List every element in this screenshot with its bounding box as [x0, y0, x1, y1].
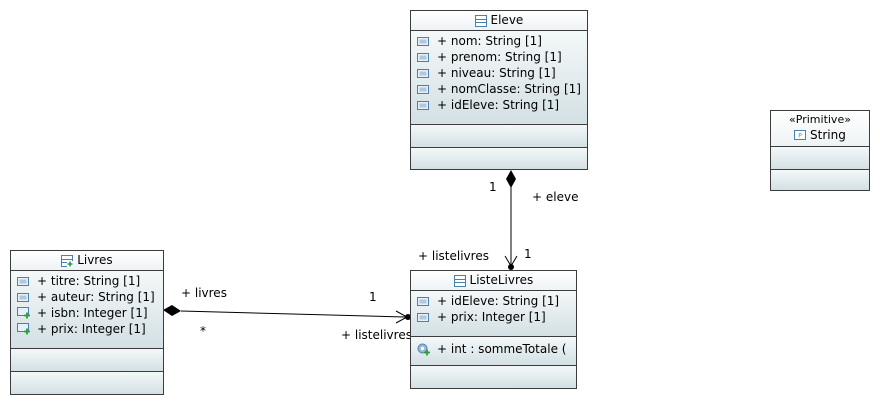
operations-compartment: [11, 349, 163, 372]
class-icon: [453, 274, 466, 287]
attribute-row[interactable]: + titre: String [1]: [11, 273, 163, 289]
operations-compartment: [411, 125, 587, 148]
added-operation-icon: [417, 343, 430, 355]
association-eleve-listelivres[interactable]: [504, 170, 518, 270]
attribute-row[interactable]: + auteur: String [1]: [11, 289, 163, 305]
attribute-icon: [417, 100, 429, 110]
attribute-label: + nom: String [1]: [437, 34, 542, 48]
class-eleve[interactable]: Eleve + nom: String [1] + prenom: String…: [410, 10, 588, 170]
role-label: + eleve: [532, 190, 579, 204]
attribute-row[interactable]: + idEleve: String [1]: [411, 97, 587, 113]
attribute-row[interactable]: + nom: String [1]: [411, 33, 587, 49]
attribute-label: + prix: Integer [1]: [437, 310, 546, 324]
class-name: ListeLivres: [469, 273, 534, 287]
role-label: + listelivres: [341, 328, 412, 342]
class-name: Livres: [77, 253, 113, 267]
attribute-icon: [417, 52, 429, 62]
extra-compartment: [411, 366, 576, 388]
class-icon: [61, 254, 74, 267]
attributes-compartment: + titre: String [1] + auteur: String [1]…: [11, 271, 163, 349]
class-name: Eleve: [490, 13, 524, 27]
attributes-compartment: + idEleve: String [1] + prix: Integer [1…: [411, 291, 576, 337]
association-livres-listelivres[interactable]: [163, 305, 411, 324]
composition-diamond: [163, 305, 181, 316]
attribute-row[interactable]: + prenom: String [1]: [411, 49, 587, 65]
multiplicity-label: 1: [524, 247, 532, 261]
added-attribute-icon: [17, 323, 30, 335]
svg-text:P: P: [798, 132, 802, 139]
attribute-icon: [417, 312, 429, 322]
attribute-label: + nomClasse: String [1]: [437, 82, 581, 96]
attribute-label: + idEleve: String [1]: [437, 98, 560, 112]
attribute-label: + prenom: String [1]: [437, 50, 562, 64]
attributes-compartment: [771, 147, 869, 170]
attribute-row[interactable]: + prix: Integer [1]: [411, 309, 576, 325]
attribute-label: + isbn: Integer [1]: [37, 306, 148, 320]
operations-compartment: [771, 170, 869, 190]
class-primitive-string[interactable]: «Primitive» P String: [770, 110, 870, 191]
class-livres[interactable]: Livres + titre: String [1] + auteur: Str…: [10, 250, 164, 395]
attribute-label: + prix: Integer [1]: [37, 322, 146, 336]
class-icon: [474, 14, 487, 27]
attributes-compartment: + nom: String [1] + prenom: String [1] +…: [411, 31, 587, 125]
attribute-icon: [417, 68, 429, 78]
ownership-dot: [508, 264, 514, 270]
attribute-icon: [417, 296, 429, 306]
operations-compartment: + int : sommeTotale (: [411, 337, 576, 366]
multiplicity-label: *: [200, 324, 206, 338]
attribute-label: + auteur: String [1]: [37, 290, 155, 304]
attribute-icon: [417, 84, 429, 94]
attribute-label: + idEleve: String [1]: [437, 294, 560, 308]
extra-compartment: [411, 148, 587, 169]
attribute-icon: [17, 276, 29, 286]
attribute-label: + titre: String [1]: [37, 274, 141, 288]
attribute-icon: [417, 36, 429, 46]
role-label: + livres: [181, 286, 227, 300]
class-listelivres[interactable]: ListeLivres + idEleve: String [1] + prix…: [410, 270, 577, 389]
ownership-dot: [405, 314, 411, 320]
attribute-row[interactable]: + nomClasse: String [1]: [411, 81, 587, 97]
multiplicity-label: 1: [489, 180, 497, 194]
added-attribute-icon: [17, 307, 30, 319]
attribute-row[interactable]: + prix: Integer [1]: [11, 321, 163, 337]
attribute-row[interactable]: + isbn: Integer [1]: [11, 305, 163, 321]
class-header: «Primitive» P String: [771, 111, 869, 147]
composition-diamond: [506, 170, 516, 188]
attribute-row[interactable]: + idEleve: String [1]: [411, 293, 576, 309]
class-header: ListeLivres: [411, 271, 576, 291]
multiplicity-label: 1: [369, 290, 377, 304]
stereotype-label: «Primitive»: [789, 113, 851, 126]
attribute-label: + niveau: String [1]: [437, 66, 556, 80]
operation-row[interactable]: + int : sommeTotale (: [411, 341, 576, 357]
class-header: Livres: [11, 251, 163, 271]
class-name: String: [810, 127, 846, 142]
attribute-row[interactable]: + niveau: String [1]: [411, 65, 587, 81]
extra-compartment: [11, 372, 163, 394]
role-label: + listelivres: [418, 249, 489, 263]
class-header: Eleve: [411, 11, 587, 31]
attribute-icon: [17, 292, 29, 302]
operation-label: + int : sommeTotale (: [437, 342, 567, 356]
primitive-type-icon: P: [794, 129, 807, 140]
